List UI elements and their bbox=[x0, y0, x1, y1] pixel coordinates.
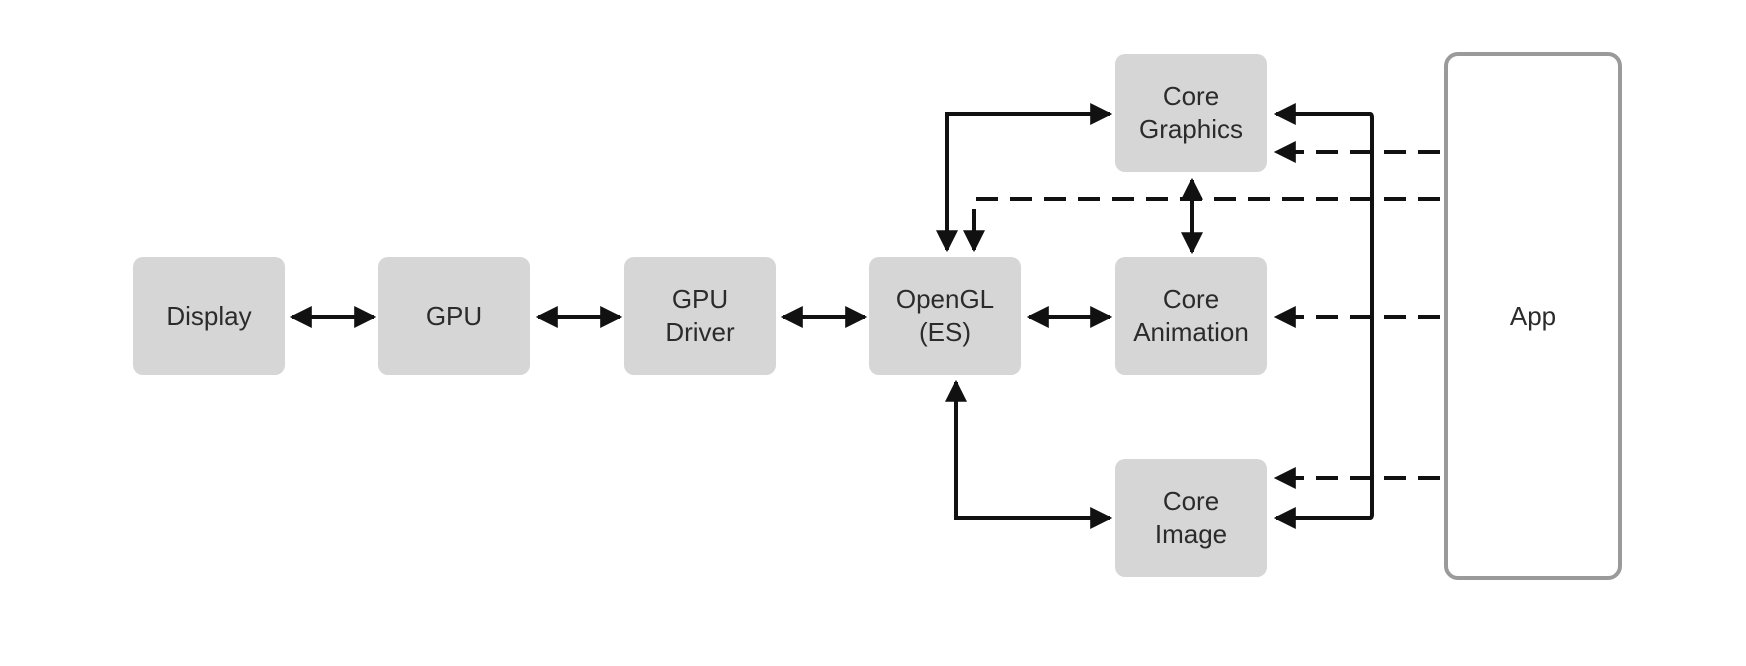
app-label: App bbox=[1509, 300, 1557, 331]
opengl-label-line2: (ES) bbox=[919, 317, 971, 347]
gpu-node: GPU bbox=[378, 257, 530, 375]
core-animation-label-line1: Core bbox=[1162, 284, 1220, 314]
core-image-node: Core Image bbox=[1115, 459, 1267, 577]
core-image-label-line2: Image bbox=[1154, 519, 1228, 549]
core-graphics-label-line2: Graphics bbox=[1138, 114, 1244, 144]
display-node: Display bbox=[133, 257, 285, 375]
core-graphics-node: Core Graphics bbox=[1115, 54, 1267, 172]
display-label: Display bbox=[166, 300, 252, 331]
arrow-opengl-coreimage bbox=[945, 379, 1113, 529]
dashed-app-opengl bbox=[963, 197, 1440, 253]
gpu-driver-node: GPU Driver bbox=[624, 257, 776, 375]
core-animation-node: Core Animation bbox=[1115, 257, 1267, 375]
core-animation-label-line2: Animation bbox=[1133, 317, 1249, 347]
arrow-opengl-coregraphics bbox=[936, 103, 1113, 253]
core-graphics-label-line1: Core bbox=[1162, 81, 1220, 111]
app-node: App bbox=[1444, 52, 1622, 580]
gpu-label: GPU bbox=[425, 300, 483, 331]
gpu-driver-label-line1: GPU bbox=[671, 284, 729, 314]
core-image-label-line1: Core bbox=[1162, 486, 1220, 516]
opengl-node: OpenGL (ES) bbox=[869, 257, 1021, 375]
gpu-driver-label-line2: Driver bbox=[665, 317, 735, 347]
opengl-label-line1: OpenGL bbox=[895, 284, 995, 314]
